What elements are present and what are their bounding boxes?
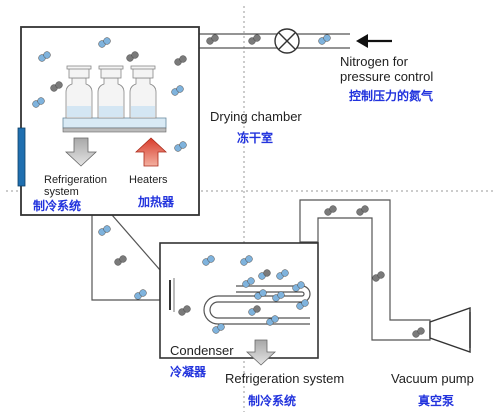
gas-molecule-icon	[32, 97, 45, 108]
gas-molecule-icon	[126, 51, 139, 62]
gas-molecule-icon	[276, 269, 289, 280]
gas-molecule-icon	[412, 327, 425, 338]
condenser-label: Condenser	[170, 343, 234, 358]
gas-molecule-icon	[318, 34, 331, 45]
nitrogen-pipe	[198, 33, 350, 49]
gas-molecule-icon	[98, 225, 111, 236]
gas-molecule-icon	[266, 315, 279, 326]
gas-molecule-icon	[114, 255, 127, 266]
gas-molecule-icon	[50, 81, 63, 92]
heaters-cn-label: 加热器	[138, 195, 175, 209]
gas-molecule-icon	[258, 269, 271, 280]
refrigeration-bottom-label: Refrigeration system	[225, 371, 345, 386]
gas-molecule-icon	[206, 34, 219, 45]
refrigeration-top-label: Refrigeration system	[44, 174, 107, 198]
gas-molecule-icon	[242, 277, 255, 288]
gas-molecule-icon	[292, 281, 305, 292]
vial-shelf	[62, 117, 167, 133]
gas-molecule-icon	[134, 289, 147, 300]
vacuum-pump	[429, 307, 471, 353]
vacuum-pump-label: Vacuum pump	[391, 371, 474, 386]
gas-molecule-icon	[356, 205, 369, 216]
heaters-label: Heaters	[129, 174, 168, 186]
gas-molecule-icon	[174, 55, 187, 66]
gas-molecule-icon	[212, 323, 225, 334]
gas-molecule-icon	[171, 85, 184, 96]
nitrogen-cn-label: 控制压力的氮气	[349, 89, 434, 103]
gas-molecules	[32, 34, 425, 338]
valve-icon	[274, 28, 300, 54]
condenser-pump-pipe	[299, 199, 431, 341]
vial-icon	[65, 65, 157, 119]
down-arrow-icon	[64, 137, 98, 167]
gas-molecule-icon	[324, 205, 337, 216]
gas-molecule-icon	[372, 271, 385, 282]
down-arrow-icon	[245, 339, 277, 366]
gas-molecule-icon	[248, 305, 261, 316]
vacuum-pump-cn-label: 真空泵	[418, 394, 455, 408]
gas-molecule-icon	[38, 51, 51, 62]
gas-molecule-icon	[174, 141, 187, 152]
refrigeration-bottom-cn-label: 制冷系统	[248, 394, 297, 408]
gas-molecule-icon	[240, 255, 253, 266]
refrigeration-top-cn-label: 制冷系统	[33, 199, 82, 213]
gas-molecule-icon	[296, 299, 309, 310]
condenser-box	[159, 242, 319, 359]
condenser-coil	[203, 285, 311, 325]
drying-chamber-cn-label: 冻干室	[237, 131, 274, 145]
up-arrow-icon	[134, 137, 168, 167]
nitrogen-label: Nitrogen for pressure control	[340, 54, 434, 84]
gas-molecule-icon	[272, 291, 285, 302]
gas-molecule-icon	[178, 305, 191, 316]
gas-molecule-icon	[202, 255, 215, 266]
gas-molecule-icon	[254, 289, 267, 300]
drying-chamber-label: Drying chamber	[210, 109, 302, 124]
chamber-door-seal	[17, 127, 26, 187]
gas-molecule-icon	[248, 34, 261, 45]
condenser-cn-label: 冷凝器	[170, 365, 207, 379]
gas-molecule-icon	[98, 37, 111, 48]
arrow-left-icon	[356, 34, 392, 48]
